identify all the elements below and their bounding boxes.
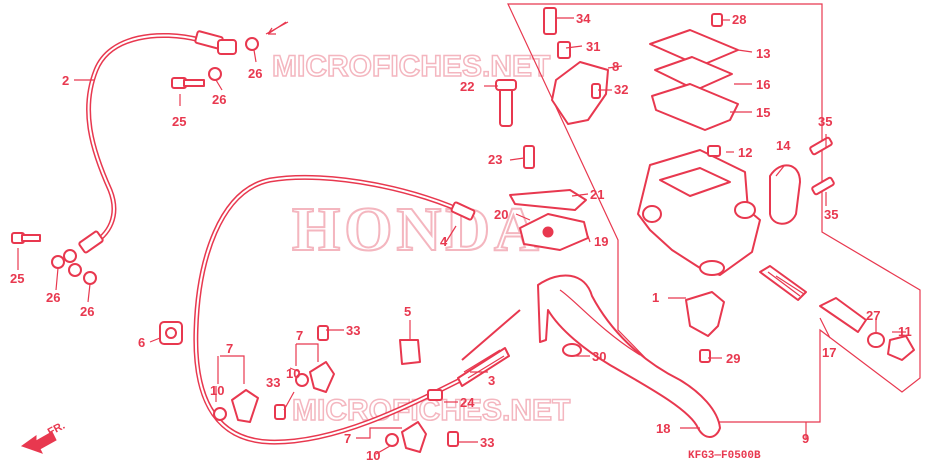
bolt-icon [809, 136, 833, 156]
callout-26c[interactable]: 26 [46, 290, 60, 305]
callout-4[interactable]: 4 [440, 234, 448, 249]
pin-icon [591, 83, 601, 99]
callout-32[interactable]: 32 [614, 82, 628, 97]
callout-14[interactable]: 14 [776, 138, 791, 153]
washer-icon [208, 67, 222, 81]
callout-24[interactable]: 24 [460, 395, 475, 410]
callout-33b[interactable]: 33 [266, 375, 280, 390]
banjo-bolt-icon [171, 77, 205, 89]
callout-33c[interactable]: 33 [480, 435, 494, 450]
callout-7c[interactable]: 7 [344, 431, 351, 446]
callout-13[interactable]: 13 [756, 46, 770, 61]
callout-29[interactable]: 29 [726, 351, 740, 366]
callout-leaders [17, 17, 906, 455]
callout-23[interactable]: 23 [488, 152, 502, 167]
washer-icon [83, 271, 97, 285]
cable-clamp-icon [295, 361, 335, 393]
callout-28[interactable]: 28 [732, 12, 746, 27]
screw-icon [707, 145, 721, 157]
bolt-icon [543, 7, 557, 35]
direction-arrow-icon [267, 21, 287, 35]
washer-icon [245, 37, 259, 51]
bolt-icon [427, 389, 443, 401]
callout-15[interactable]: 15 [756, 105, 770, 120]
clutch-cable[interactable] [193, 174, 483, 445]
callout-25a[interactable]: 25 [172, 114, 186, 129]
front-label: FR. [46, 420, 67, 439]
callout-31[interactable]: 31 [586, 39, 600, 54]
callout-6[interactable]: 6 [138, 335, 145, 350]
bolt-icon [811, 176, 835, 196]
callout-21[interactable]: 21 [590, 187, 604, 202]
cable-holder-icon [159, 321, 183, 345]
plate-icon [654, 56, 733, 91]
cable-adjuster[interactable] [457, 309, 521, 387]
screw-icon [699, 349, 711, 363]
callout-8[interactable]: 8 [612, 59, 619, 74]
callout-33a[interactable]: 33 [346, 323, 360, 338]
callout-26a[interactable]: 26 [248, 66, 262, 81]
callout-7a[interactable]: 7 [226, 341, 233, 356]
callout-11[interactable]: 11 [898, 324, 912, 339]
callout-numbers: 1 2 3 4 5 6 7 7 7 8 9 10 10 10 11 12 13 … [10, 11, 912, 463]
screw-icon [711, 13, 723, 27]
watermark-center: HONDA [292, 196, 543, 264]
front-direction-indicator: FR. [20, 420, 67, 454]
bolt-icon [447, 431, 459, 447]
callout-35b[interactable]: 35 [824, 207, 838, 222]
diagram-code: KFG3—F0500B [688, 450, 761, 462]
callout-9[interactable]: 9 [802, 431, 809, 446]
master-cylinder-body[interactable] [637, 149, 761, 276]
callout-19[interactable]: 19 [594, 234, 608, 249]
callout-10a[interactable]: 10 [210, 383, 224, 398]
washer-icon [68, 263, 82, 277]
callout-12[interactable]: 12 [738, 145, 752, 160]
washer-icon [51, 255, 65, 269]
brake-switch-icon [685, 291, 725, 337]
callout-10c[interactable]: 10 [366, 448, 380, 463]
callout-10b[interactable]: 10 [286, 366, 300, 381]
sleeve-icon [557, 41, 571, 59]
callout-22[interactable]: 22 [460, 79, 474, 94]
cable-clamp-icon [385, 421, 427, 453]
bolt-icon [274, 404, 286, 420]
callout-30[interactable]: 30 [592, 349, 606, 364]
bolt-icon [317, 325, 329, 341]
diaphragm-icon [651, 83, 739, 131]
callout-35a[interactable]: 35 [818, 114, 832, 129]
cable-guide-icon [399, 339, 421, 365]
callout-25b[interactable]: 25 [10, 271, 24, 286]
callout-5[interactable]: 5 [404, 304, 411, 319]
piston-set[interactable] [759, 265, 915, 361]
lever-pivot-assembly[interactable] [495, 79, 589, 251]
watermark-top: MICROFICHES.NET [272, 50, 550, 83]
callout-20[interactable]: 20 [494, 207, 508, 222]
callout-26b[interactable]: 26 [212, 92, 226, 107]
callout-7b[interactable]: 7 [296, 328, 303, 343]
callout-17[interactable]: 17 [822, 345, 836, 360]
assembly-frame [507, 3, 921, 423]
holder-icon [551, 61, 609, 125]
callout-34[interactable]: 34 [576, 11, 591, 26]
brake-lever[interactable] [537, 274, 721, 438]
callout-18[interactable]: 18 [656, 421, 670, 436]
banjo-bolt-icon [11, 232, 41, 244]
clamp-holder-icon [769, 164, 801, 225]
callout-2[interactable]: 2 [62, 73, 69, 88]
brake-hose[interactable] [63, 30, 237, 263]
callout-3[interactable]: 3 [488, 373, 495, 388]
callout-27[interactable]: 27 [866, 308, 880, 323]
callout-1[interactable]: 1 [652, 290, 659, 305]
callout-26d[interactable]: 26 [80, 304, 94, 319]
callout-16[interactable]: 16 [756, 77, 770, 92]
cable-clamp-icon [213, 389, 259, 423]
nut-icon [562, 343, 582, 357]
